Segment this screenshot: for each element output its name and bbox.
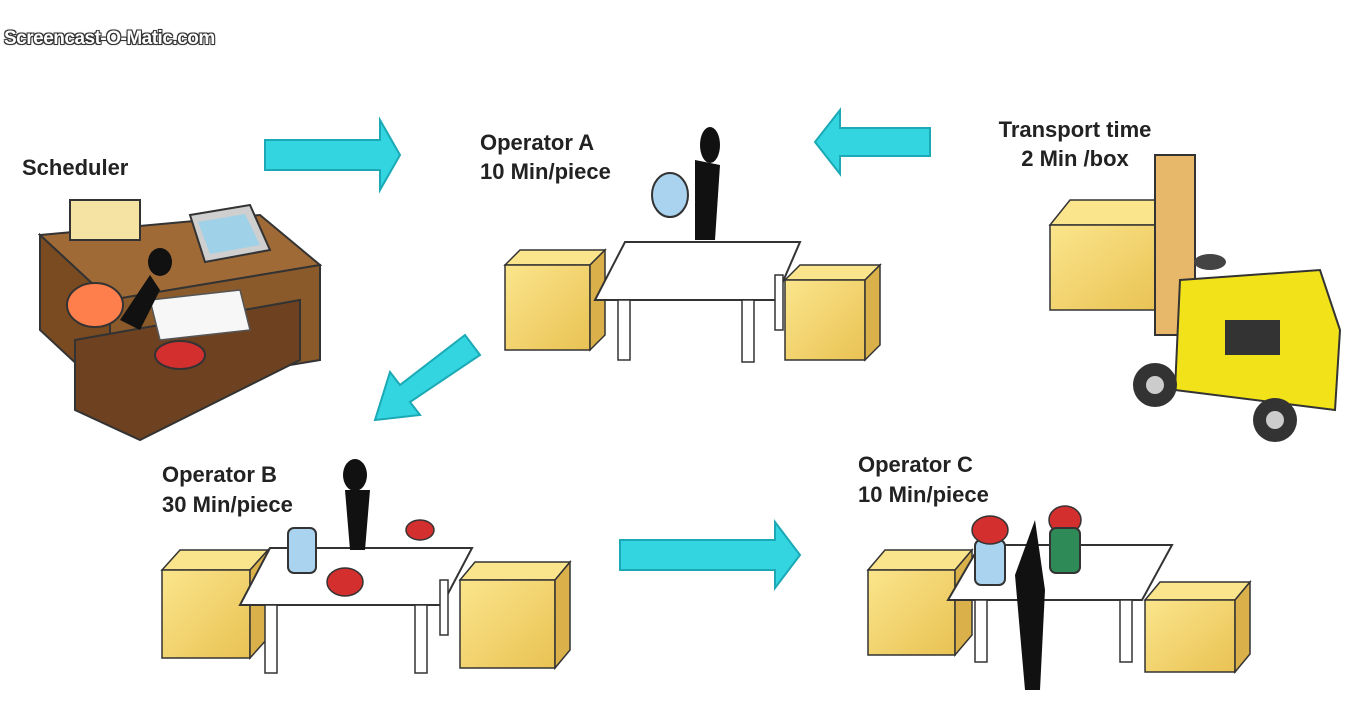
operator-a-rate: 10 Min/piece: [480, 159, 611, 184]
operator-b-name: Operator B: [162, 462, 277, 487]
left-arrow-icon: [813, 107, 931, 177]
box-icon: [783, 263, 882, 362]
right-arrow-icon: [619, 519, 802, 591]
right-arrow-icon: [264, 116, 402, 194]
worker-icon: [651, 127, 720, 240]
operator-c-rate: 10 Min/piece: [858, 482, 989, 507]
operator-a-name: Operator A: [480, 130, 595, 155]
watermark: Screencast-O-Matic.com: [4, 28, 215, 49]
transport-title: Transport time: [998, 117, 1152, 142]
box-icon: [458, 559, 572, 671]
worker-icon: [287, 459, 435, 597]
table-icon: [593, 241, 802, 363]
worker-icon: [971, 505, 1082, 690]
box-icon: [503, 248, 607, 352]
scheduler-label: Scheduler: [22, 155, 129, 180]
box-icon: [866, 547, 974, 658]
operator-b-rate: 30 Min/piece: [162, 492, 293, 517]
desk-icon: [37, 199, 323, 442]
transport-rate: 2 Min /box: [1021, 146, 1129, 171]
box-icon: [1143, 579, 1252, 675]
operator-c-name: Operator C: [858, 452, 973, 477]
down-left-arrow-icon: [373, 333, 482, 422]
table-icon: [238, 547, 474, 674]
forklift-icon: [1133, 154, 1342, 442]
